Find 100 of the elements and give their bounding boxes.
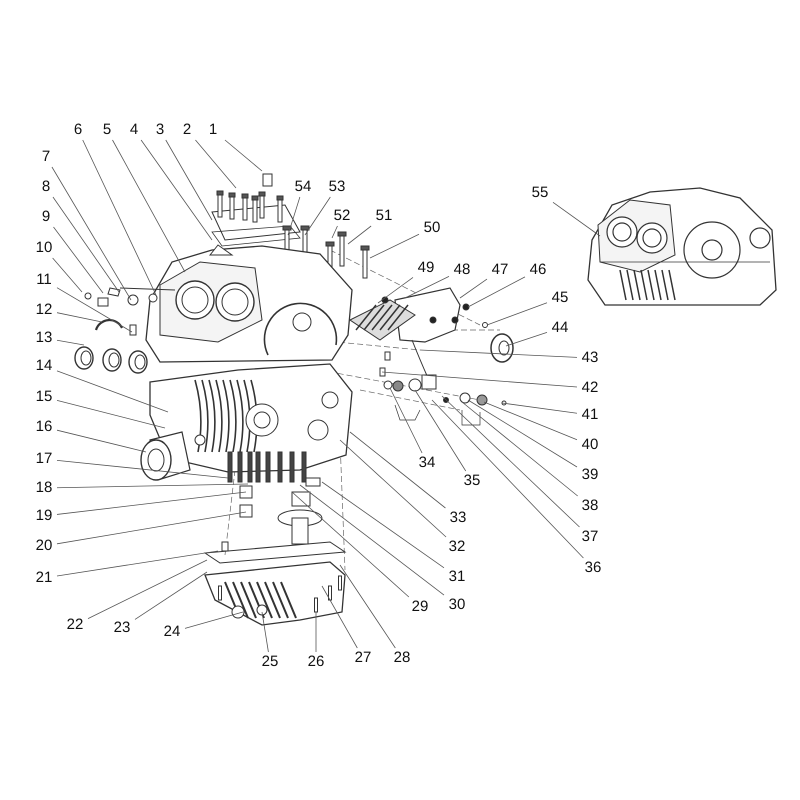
callout-number: 37	[578, 528, 602, 546]
callout-number: 39	[578, 466, 602, 484]
leader-line	[552, 202, 600, 236]
leader-line	[348, 226, 372, 244]
callout-number: 9	[34, 208, 58, 226]
leader-line	[52, 166, 132, 300]
callout-number: 18	[32, 479, 56, 497]
callout-number: 32	[445, 538, 469, 556]
callout-number: 53	[325, 178, 349, 196]
callout-number: 10	[32, 239, 56, 257]
callout-number: 41	[578, 406, 602, 424]
leader-line	[378, 277, 414, 304]
callout-number: 55	[528, 184, 552, 202]
callout-number: 8	[34, 178, 58, 196]
leader-line	[340, 440, 446, 538]
callout-number: 48	[450, 261, 474, 279]
callout-number: 51	[372, 207, 396, 225]
callout-number: 47	[488, 261, 512, 279]
callout-number: 46	[526, 261, 550, 279]
leader-line	[350, 432, 446, 508]
callout-number: 40	[578, 436, 602, 454]
callout-number: 36	[581, 559, 605, 577]
callout-number: 31	[445, 568, 469, 586]
callout-number: 16	[32, 418, 56, 436]
leader-line	[460, 278, 488, 298]
callout-number: 6	[66, 121, 90, 139]
leader-line	[370, 234, 420, 258]
callout-number: 20	[32, 537, 56, 555]
leader-line	[420, 350, 578, 358]
callout-number: 45	[548, 289, 572, 307]
callout-number: 21	[32, 569, 56, 587]
leader-line	[184, 612, 244, 629]
leader-line	[88, 560, 208, 619]
callout-number: 4	[122, 121, 146, 139]
leader-line	[390, 388, 422, 454]
callout-number: 25	[258, 653, 282, 671]
callout-number: 44	[548, 319, 572, 337]
callout-number: 34	[415, 454, 439, 472]
leader-line	[262, 612, 269, 652]
callout-number: 35	[460, 472, 484, 490]
leader-line	[404, 276, 450, 298]
leader-line	[56, 287, 132, 332]
callout-number: 22	[63, 616, 87, 634]
leader-line	[304, 196, 331, 236]
leader-line	[56, 340, 84, 346]
callout-number: 52	[330, 207, 354, 225]
callout-number: 49	[414, 259, 438, 277]
callout-number: 54	[291, 178, 315, 196]
leader-line	[53, 226, 104, 294]
leader-line	[165, 140, 212, 220]
callout-number: 1	[201, 121, 225, 139]
leader-line	[134, 572, 208, 620]
leader-line	[322, 482, 444, 568]
leader-line	[468, 400, 578, 468]
callout-number: 28	[390, 649, 414, 667]
callout-number: 29	[408, 598, 432, 616]
callout-number: 42	[578, 379, 602, 397]
leader-line	[195, 140, 236, 188]
callout-number: 3	[148, 121, 172, 139]
leader-line	[112, 140, 186, 272]
leader-line	[382, 372, 578, 388]
callout-number: 12	[32, 301, 56, 319]
callout-number: 27	[351, 649, 375, 667]
leader-line	[56, 512, 246, 544]
leader-line	[414, 390, 466, 472]
callout-number: 15	[32, 388, 56, 406]
leader-line	[56, 484, 248, 488]
leader-line	[56, 460, 228, 478]
callout-number: 7	[34, 148, 58, 166]
callout-number: 19	[32, 507, 56, 525]
leader-line	[502, 402, 578, 414]
leader-line	[56, 400, 166, 428]
callout-number: 14	[32, 357, 56, 375]
callout-number: 43	[578, 349, 602, 367]
callout-number: 33	[446, 509, 470, 527]
callout-number: 26	[304, 653, 328, 671]
leader-line	[486, 302, 548, 326]
leader-line	[82, 140, 156, 296]
leader-line	[484, 402, 578, 440]
leader-line	[332, 226, 338, 238]
leader-line	[52, 196, 120, 292]
leader-line	[340, 564, 396, 648]
leader-line	[224, 140, 262, 172]
leader-line	[56, 312, 102, 322]
leader-line	[56, 430, 146, 452]
leader-line	[288, 196, 300, 236]
leader-line	[506, 332, 548, 346]
callout-number: 24	[160, 623, 184, 641]
callout-number: 23	[110, 619, 134, 637]
leader-line	[56, 550, 218, 576]
callout-number: 13	[32, 329, 56, 347]
callout-number: 50	[420, 219, 444, 237]
leader-line	[56, 492, 246, 515]
leader-line	[468, 276, 526, 308]
leader-line	[300, 484, 444, 596]
leader-line	[322, 586, 358, 648]
leader-line	[432, 400, 584, 558]
callout-number: 5	[95, 121, 119, 139]
leader-line	[56, 370, 168, 412]
callout-number: 38	[578, 497, 602, 515]
